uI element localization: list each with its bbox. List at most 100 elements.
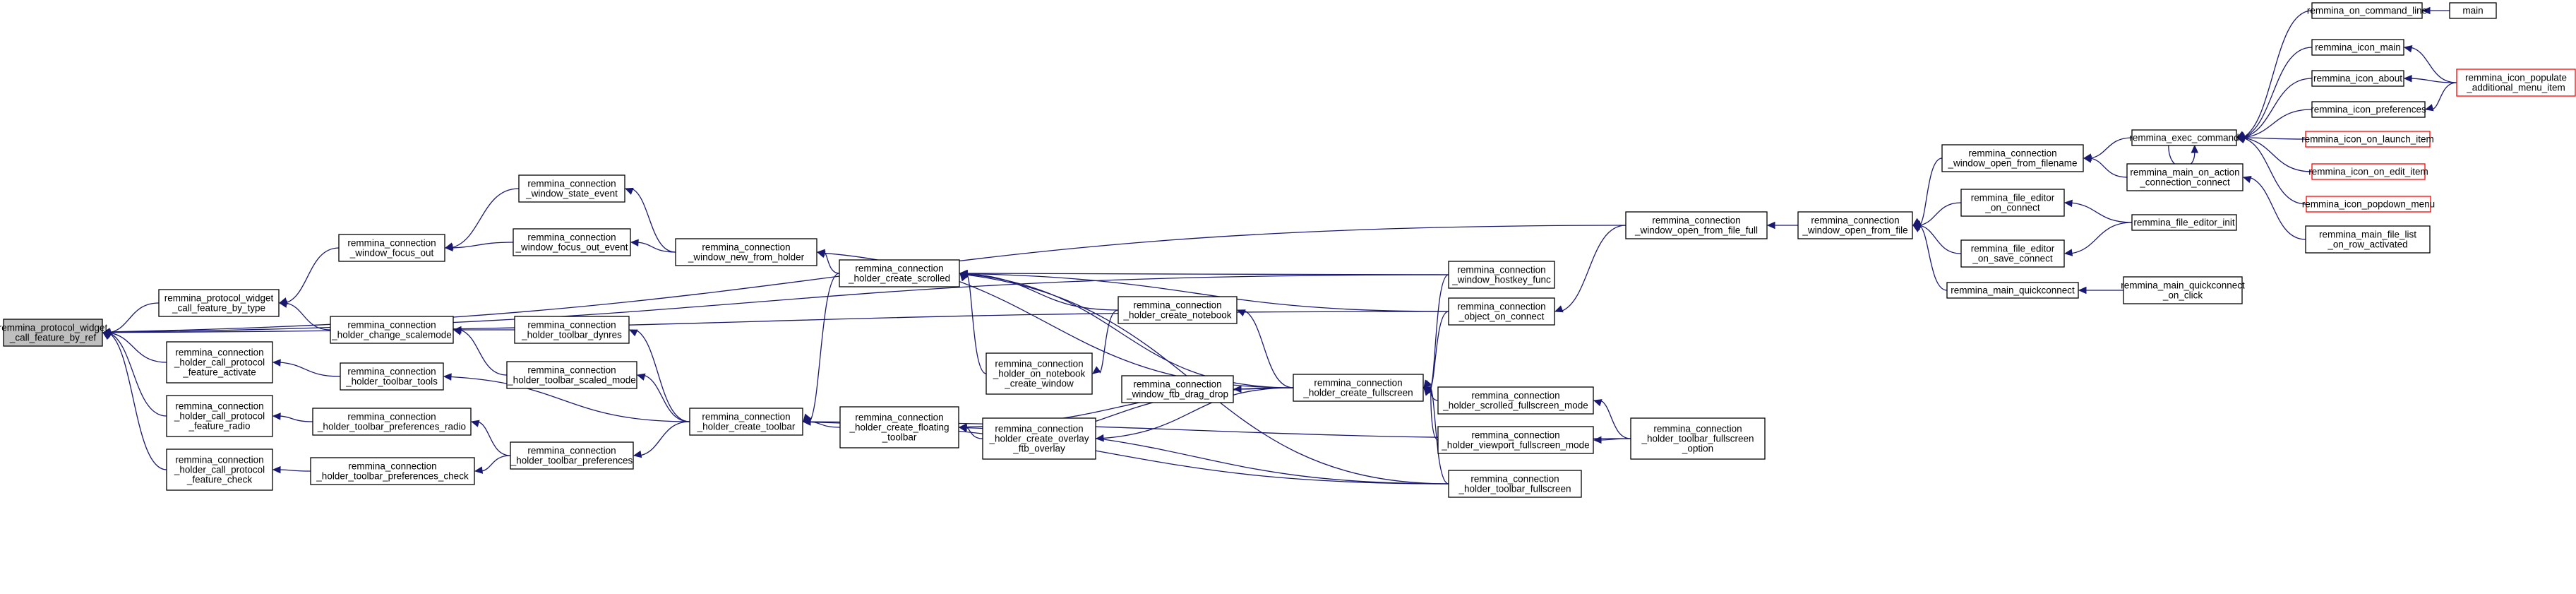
graph-node-n4[interactable]: remmina_connection_holder_call_protocol_…: [166, 449, 273, 491]
node-label: _additional_menu_item: [2466, 83, 2565, 93]
node-label: _holder_create_scrolled: [848, 273, 950, 284]
graph-node-n42[interactable]: remmina_icon_about: [2311, 70, 2404, 87]
graph-node-n10[interactable]: remmina_connection_window_state_event: [518, 174, 625, 203]
node-label: remmina_main_on_action: [2130, 167, 2239, 178]
graph-node-n46[interactable]: remmina_icon_popdown_menu: [2302, 196, 2435, 213]
graph-node-n13[interactable]: remmina_connection_holder_toolbar_scaled…: [506, 361, 637, 389]
edge-line: [2411, 78, 2457, 83]
node-label: _holder_toolbar_preferences_check: [316, 471, 469, 482]
node-box: [2306, 196, 2431, 213]
node-label: remmina_connection: [347, 320, 436, 331]
graph-node-n36[interactable]: remmina_exec_command: [2129, 129, 2239, 146]
graph-node-n48[interactable]: main: [2449, 2, 2497, 19]
graph-node-n24[interactable]: remmina_connection_window_hostkey_func: [1448, 261, 1555, 289]
graph-edge-n45-n36: [2236, 135, 2313, 172]
graph-node-n34[interactable]: remmina_file_editor_on_save_connect: [1960, 239, 2065, 268]
graph-node-n33[interactable]: remmina_file_editor_on_connect: [1960, 189, 2065, 217]
graph-node-n21[interactable]: remmina_connection_window_ftb_drag_drop: [1121, 375, 1234, 403]
graph-node-n38[interactable]: remmina_file_editor_init: [2131, 214, 2237, 231]
graph-node-n32[interactable]: remmina_connection_window_open_from_file…: [1941, 144, 2084, 172]
node-label: _call_feature_by_ref: [9, 333, 97, 343]
node-box: [1118, 296, 1238, 324]
node-label: remmina_connection: [175, 455, 263, 465]
edge-arrowhead: [2191, 144, 2199, 153]
edge-arrowhead: [1423, 387, 1432, 396]
edge-line: [2243, 47, 2313, 138]
graph-node-n49[interactable]: remmina_icon_populate_additional_menu_it…: [2456, 69, 2576, 97]
node-label: _feature_radio: [188, 421, 250, 432]
graph-edge-n14-n8: [470, 420, 511, 456]
edge-line: [640, 421, 690, 456]
node-label: _holder_toolbar_dynres: [521, 330, 622, 340]
node-label: _holder_toolbar_preferences_radio: [317, 422, 466, 432]
graph-node-n3[interactable]: remmina_connection_holder_call_protocol_…: [166, 395, 273, 437]
node-label: _holder_create_floating: [849, 422, 949, 433]
graph-node-n23[interactable]: remmina_connection_holder_create_fullscr…: [1293, 374, 1424, 402]
graph-node-n25[interactable]: remmina_connection_object_on_connect: [1448, 297, 1555, 326]
edge-line: [1919, 202, 1962, 226]
graph-node-n15[interactable]: remmina_connection_window_new_from_holde…: [675, 238, 817, 266]
graph-node-n12[interactable]: remmina_connection_holder_toolbar_dynres: [514, 316, 630, 344]
graph-node-n5[interactable]: remmina_connection_window_focus_out: [338, 234, 445, 262]
graph-node-n28[interactable]: remmina_connection_holder_toolbar_fullsc…: [1448, 470, 1582, 498]
graph-node-n7[interactable]: remmina_connection_holder_toolbar_tools: [340, 362, 444, 391]
graph-node-n43[interactable]: remmina_icon_preferences: [2311, 101, 2426, 118]
graph-edge-n42-n36: [2236, 78, 2313, 140]
node-label: remmina_connection: [347, 367, 436, 377]
graph-node-n45[interactable]: remmina_icon_on_edit_item: [2308, 163, 2428, 180]
graph-node-n41[interactable]: remmina_icon_main: [2311, 39, 2404, 56]
edge-line: [1919, 225, 1948, 291]
graph-node-n22[interactable]: remmina_connection_holder_create_overlay…: [982, 417, 1096, 460]
graph-node-n17[interactable]: remmina_connection_holder_create_scrolle…: [839, 259, 960, 287]
graph-node-n47[interactable]: remmina_main_file_list_on_row_activated: [2305, 225, 2431, 254]
edge-line: [1244, 310, 1294, 388]
node-box: [2311, 70, 2404, 87]
graph-node-n6[interactable]: remmina_connection_holder_change_scalemo…: [330, 316, 454, 344]
graph-node-n40[interactable]: remmina_on_command_line: [2307, 2, 2427, 19]
graph-node-n11[interactable]: remmina_connection_window_focus_out_even…: [513, 228, 631, 256]
node-box: [1448, 297, 1555, 326]
node-label: remmina_file_editor: [1971, 193, 2055, 203]
edge-line: [637, 242, 676, 253]
graph-node-n35[interactable]: remmina_main_quickconnect: [1946, 282, 2079, 299]
edge-line: [2243, 78, 2313, 138]
graph-edge-n46-n36: [2236, 136, 2307, 205]
graph-node-n39[interactable]: remmina_main_quickconnect_on_click: [2121, 276, 2245, 304]
node-box: [1625, 211, 1768, 239]
graph-edge-n34-n31: [1912, 222, 1962, 254]
graph-node-n44[interactable]: remmina_icon_on_launch_item: [2301, 131, 2434, 148]
node-label: remmina_connection: [1811, 215, 1899, 226]
node-box: [689, 408, 803, 436]
graph-node-n8[interactable]: remmina_connection_holder_toolbar_prefer…: [312, 408, 472, 436]
graph-node-n31[interactable]: remmina_connection_window_open_from_file: [1797, 211, 1913, 239]
graph-node-n14[interactable]: remmina_connection_holder_toolbar_prefer…: [510, 441, 634, 470]
graph-node-n18[interactable]: remmina_connection_holder_create_floatin…: [839, 406, 959, 449]
node-label: remmina_file_editor: [1971, 244, 2055, 254]
edge-line: [966, 273, 987, 374]
node-box: [675, 238, 817, 266]
graph-node-n29[interactable]: remmina_connection_holder_toolbar_fullsc…: [1630, 417, 1766, 460]
edge-line: [632, 189, 676, 253]
node-box: [1797, 211, 1913, 239]
graph-node-n0[interactable]: remmina_protocol_widget_call_feature_by_…: [0, 319, 108, 347]
edge-line: [1919, 158, 1943, 225]
node-label: remmina_icon_about: [2313, 73, 2402, 84]
node-label: remmina_connection: [1653, 424, 1742, 434]
graph-node-n19[interactable]: remmina_connection_holder_on_notebook_cr…: [986, 352, 1093, 395]
graph-node-n16[interactable]: remmina_connection_holder_create_toolbar: [689, 408, 803, 436]
graph-node-n2[interactable]: remmina_connection_holder_call_protocol_…: [166, 341, 273, 384]
node-label: remmina_connection: [1471, 430, 1559, 441]
graph-node-n1[interactable]: remmina_protocol_widget_call_feature_by_…: [158, 289, 280, 317]
edge-line: [481, 455, 511, 472]
edge-line: [1430, 274, 1449, 387]
graph-node-n9[interactable]: remmina_connection_holder_toolbar_prefer…: [310, 457, 475, 485]
edge-line: [109, 333, 167, 470]
graph-node-n26[interactable]: remmina_connection_holder_scrolled_fulls…: [1437, 386, 1594, 415]
graph-node-n37[interactable]: remmina_main_on_action_connection_connec…: [2126, 163, 2243, 191]
graph-node-n27[interactable]: remmina_connection_holder_viewport_fulls…: [1437, 426, 1594, 454]
graph-node-n30[interactable]: remmina_connection_window_open_from_file…: [1625, 211, 1768, 239]
node-label: remmina_main_quickconnect: [2121, 280, 2245, 291]
node-box: [1437, 386, 1594, 415]
graph-node-n20[interactable]: remmina_connection_holder_create_noteboo…: [1118, 296, 1238, 324]
node-label: _window_open_from_filename: [1947, 158, 2077, 169]
